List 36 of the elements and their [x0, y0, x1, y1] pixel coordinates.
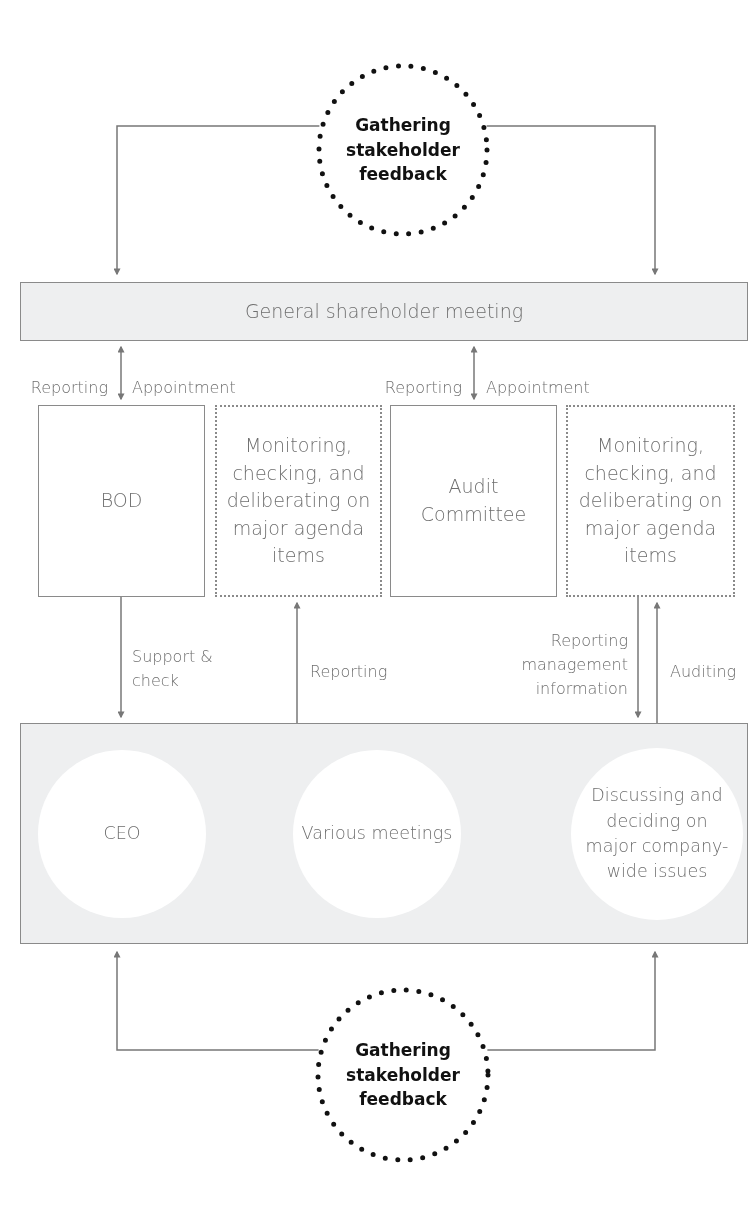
arrow — [485, 125, 659, 276]
node-text: Discussing and deciding on major company-wide issues — [584, 784, 730, 884]
arrow — [486, 950, 659, 1051]
arrow-label: Appointment — [132, 377, 237, 399]
dotted-box — [215, 405, 382, 597]
edge-label: Support & check — [132, 646, 214, 692]
edge-label: Reporting management information — [520, 630, 628, 700]
arrow — [113, 125, 321, 276]
node-text: Monitoring, checking, and deliberating on major agenda items — [577, 433, 724, 569]
panel-band — [20, 723, 748, 944]
arrow-label: Reporting — [383, 377, 462, 399]
node-text: BOD — [99, 488, 144, 514]
arrow — [113, 950, 320, 1051]
node-text: General shareholder meeting — [243, 298, 525, 324]
arrow — [117, 596, 125, 719]
arrow-label: Reporting — [29, 377, 108, 399]
node-text: CEO — [102, 822, 142, 846]
node-text: Gathering stakeholder feedback — [345, 1039, 461, 1112]
box — [38, 405, 205, 597]
arrow — [470, 345, 478, 401]
arrow — [634, 596, 642, 719]
arrow-label: Appointment — [486, 377, 591, 399]
node-text: Audit Committee — [419, 474, 528, 527]
arrow — [293, 601, 301, 724]
node-text: Various meetings — [300, 822, 454, 846]
banner-box — [20, 282, 748, 341]
node-text: Gathering stakeholder feedback — [345, 114, 461, 187]
edge-label: Auditing — [670, 661, 738, 683]
edge-label: Reporting — [310, 661, 389, 683]
node-text: Monitoring, checking, and deliberating on major agenda items — [225, 433, 372, 569]
arrow — [653, 601, 661, 724]
dotted-box — [566, 405, 735, 597]
arrow — [117, 345, 125, 401]
dotted-circle — [316, 63, 490, 237]
dotted-circle — [315, 987, 491, 1163]
box — [390, 405, 557, 597]
